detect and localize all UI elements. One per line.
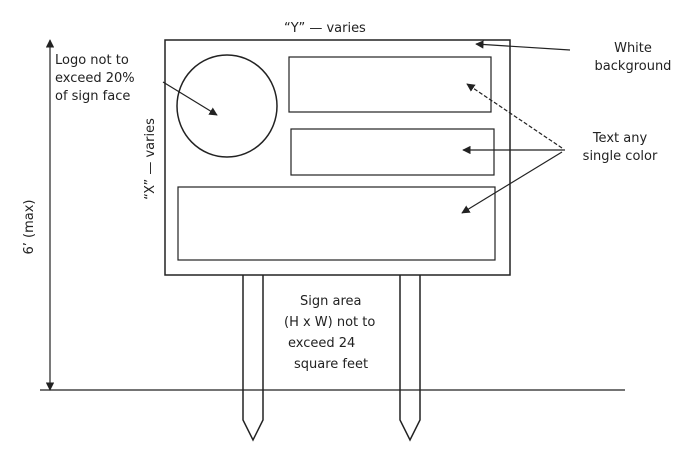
background-note: White background [583, 40, 683, 76]
logo-note-line-2: exceed 20% [55, 71, 135, 86]
text-color-note-line-1: Text any [592, 131, 648, 146]
logo-note: Logo not to exceed 20% of sign face [55, 52, 135, 106]
text-arrow-bottom [461, 151, 563, 214]
sign-area-note-line-2: (H x W) not to [284, 315, 376, 330]
sign-area-note-line-3: exceed 24 [288, 336, 356, 351]
sign-face [164, 39, 511, 276]
right-post [399, 275, 421, 442]
text-arrow-top [466, 83, 563, 149]
text-panel-top [288, 56, 492, 113]
text-color-note-line-2: single color [582, 149, 658, 164]
logo-note-line-1: Logo not to [55, 53, 129, 68]
logo-note-line-3: of sign face [55, 89, 131, 104]
background-arrow [475, 40, 571, 51]
sign-area-note-line-4: square feet [294, 357, 369, 372]
sign-area-note: Sign area (H x W) not to exceed 24 squar… [270, 291, 375, 375]
background-note-line-2: background [594, 59, 672, 74]
x-dimension-label: “X” — varies [143, 118, 158, 200]
height-dimension-label: 6’ (max) [22, 199, 37, 255]
logo-arrow [162, 81, 218, 116]
sign-area-note-line-1: Sign area [300, 294, 362, 309]
text-panel-middle [290, 128, 495, 176]
text-panel-bottom [177, 186, 496, 261]
logo-circle [176, 54, 278, 158]
background-note-line-1: White [614, 41, 652, 56]
text-color-note: Text any single color [570, 130, 670, 166]
left-post [242, 275, 264, 442]
y-dimension-label: “Y” — varies [284, 21, 366, 36]
